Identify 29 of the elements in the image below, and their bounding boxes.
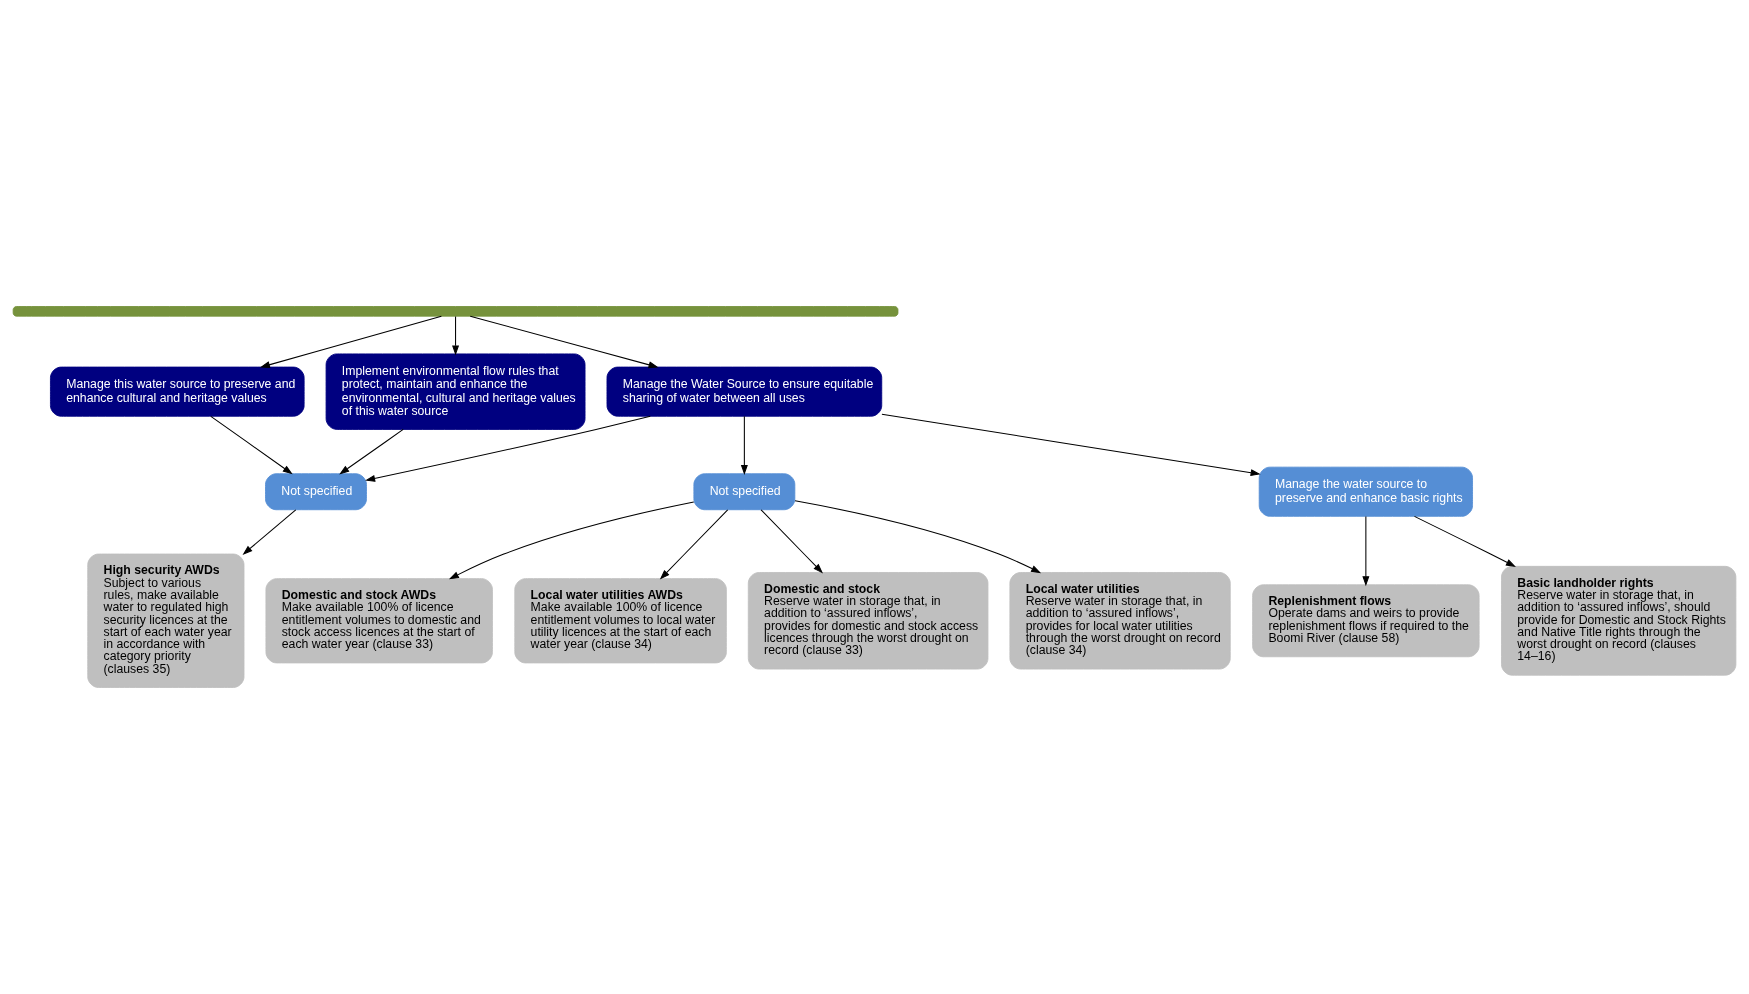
node-box: Manage the Water Source to ensure equitable sharing of water between all uses bbox=[606, 366, 883, 417]
arrow bbox=[740, 415, 748, 476]
node-box: Manage this water source to preserve and enhance cultural and heritage values bbox=[50, 366, 305, 417]
arrow bbox=[259, 315, 442, 369]
node-box: Replenishment flows Operate dams and weirs to provide replenishment flows if required to the Boomi River (clause 58) bbox=[1252, 584, 1480, 658]
arrow bbox=[469, 315, 659, 369]
arrow bbox=[1413, 515, 1516, 567]
node-box: Domestic and stock AWDs Make available 100% of licence entitlement volumes to domestic and stock access licences at the start of each water year (clause 33) bbox=[265, 578, 493, 664]
arrow bbox=[1362, 516, 1370, 587]
arrow bbox=[794, 500, 1042, 574]
arrow bbox=[365, 415, 651, 482]
node-box: Not specified bbox=[265, 473, 367, 511]
arrow bbox=[339, 428, 404, 475]
arrow bbox=[448, 501, 695, 580]
node-box: Local water utilities AWDs Make available 100% of licence entitlement volumes to local water utility licences at the start of each water year (clause 34) bbox=[514, 578, 727, 664]
arrow bbox=[760, 509, 823, 574]
arrow bbox=[242, 509, 297, 555]
node-box: Implement environmental flow rules that protect, maintain and enhance the environmental, cultural and heritage values of this water source bbox=[325, 353, 586, 430]
node-bar bbox=[12, 306, 899, 317]
node-box: Basic landholder rights Reserve water in storage that, in addition to ‘assured inflows’, should provide for Domestic and Stock Rights and Native Title rights through the worst drought on record (clauses 14–16) bbox=[1501, 565, 1737, 676]
node-box: Manage the water source to preserve and enhance basic rights bbox=[1258, 466, 1473, 517]
arrow bbox=[210, 415, 293, 475]
node-box: Local water utilities Reserve water in storage that, in addition to ‘assured inflows’, provides for local water utilities through the worst drought on record (clause 34) bbox=[1009, 572, 1231, 670]
arrow bbox=[659, 509, 729, 580]
arrow bbox=[452, 315, 460, 356]
node-box: Not specified bbox=[693, 473, 796, 511]
node-box: High security AWDs Subject to various rules, make available water to regulated high security licences at the start of each water year in accordance with category priority (clauses 35) bbox=[87, 553, 245, 688]
node-box: Domestic and stock Reserve water in storage that, in addition to ‘assured inflows’, provides for domestic and stock access licences through the worst drought on record (clause 33) bbox=[747, 572, 989, 670]
arrow bbox=[881, 413, 1261, 477]
